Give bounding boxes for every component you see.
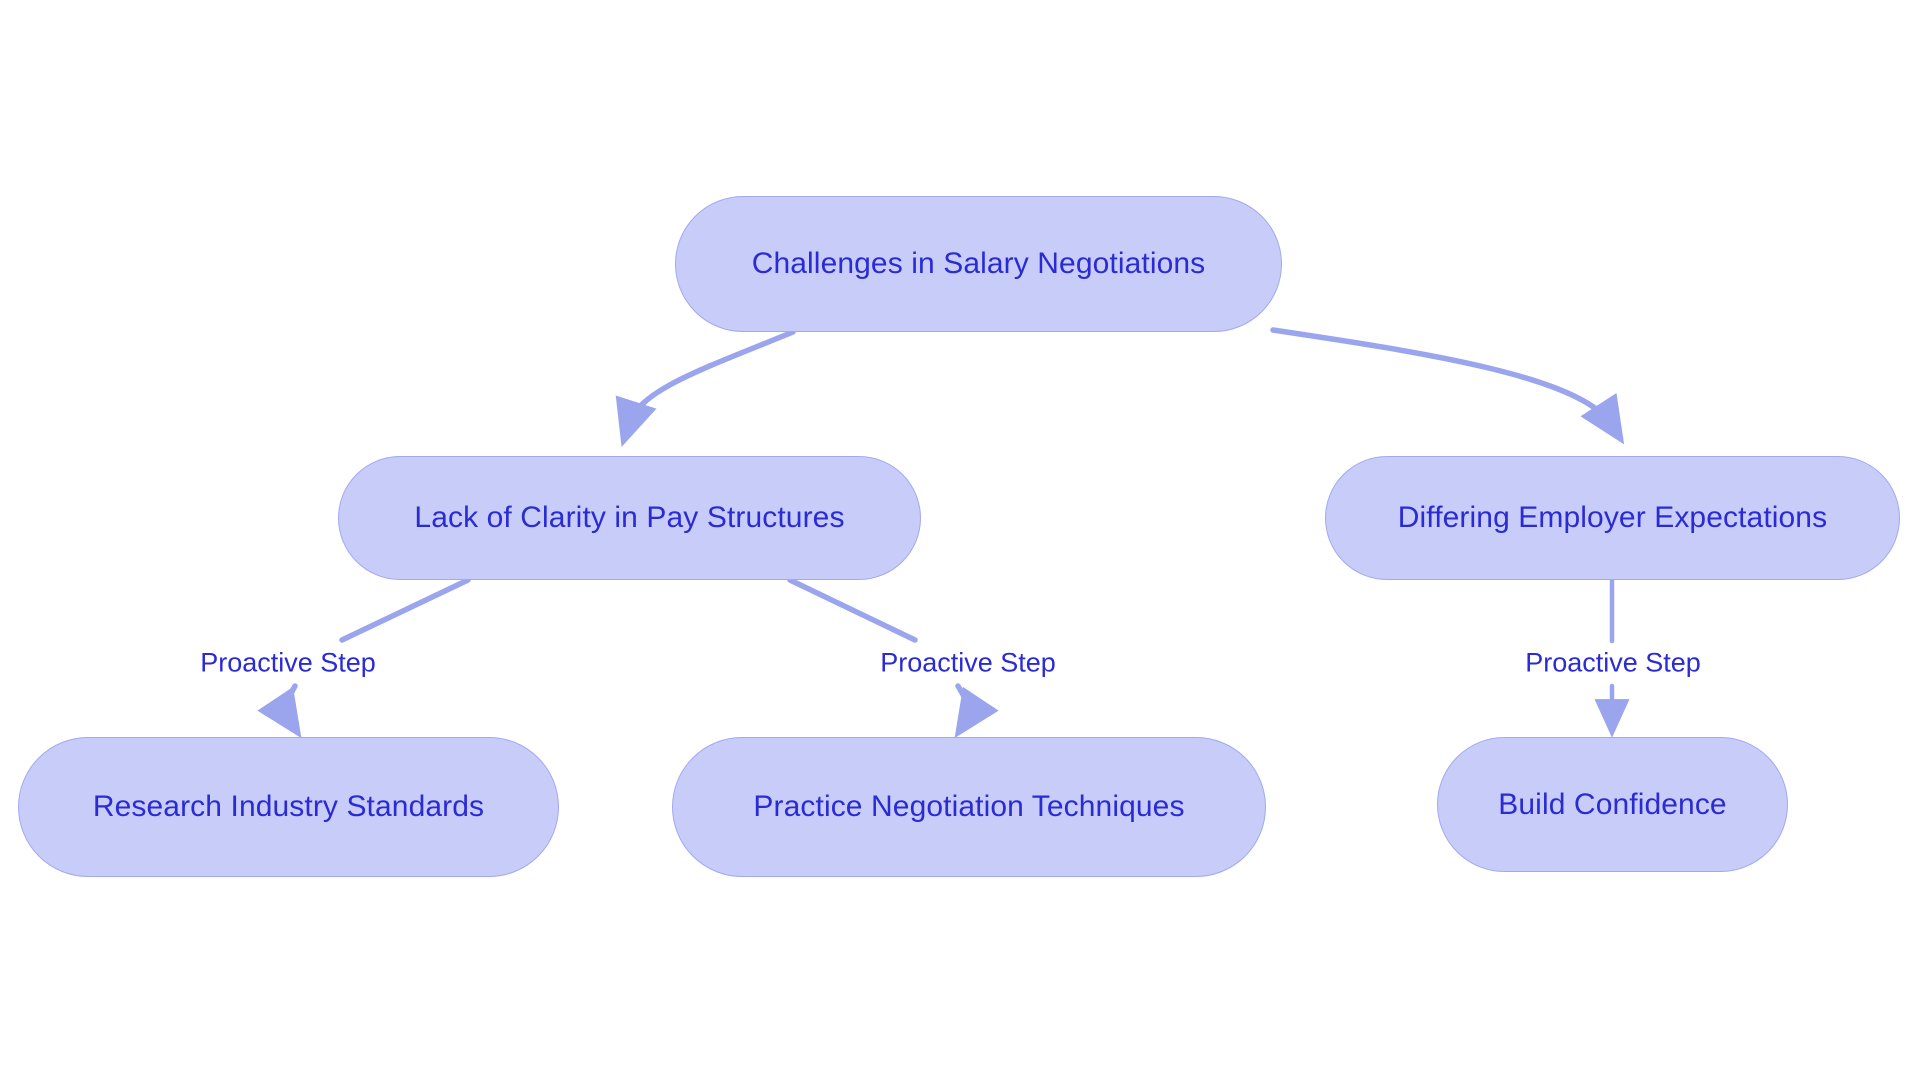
node-label: Challenges in Salary Negotiations [751, 247, 1206, 280]
edge-clarity-to-practice-arrow [954, 683, 999, 739]
node-label: Lack of Clarity in Pay Structures [414, 501, 845, 534]
edge-clarity-to-practice [787, 577, 918, 643]
edge-label-proactive-step-practice: Proactive Step [874, 646, 1062, 680]
edge-label-proactive-step-confidence: Proactive Step [1519, 646, 1707, 680]
node-differing-employer-expectations[interactable]: Differing Employer Expectations [1325, 456, 1900, 580]
edge-clarity-to-research-arrow [257, 683, 302, 739]
node-build-confidence[interactable]: Build Confidence [1437, 737, 1788, 872]
node-research-industry-standards[interactable]: Research Industry Standards [18, 737, 559, 877]
node-lack-of-clarity-in-pay-structures[interactable]: Lack of Clarity in Pay Structures [338, 456, 921, 580]
edge-root-to-clarity [615, 329, 796, 448]
node-practice-negotiation-techniques[interactable]: Practice Negotiation Techniques [672, 737, 1266, 877]
node-label: Build Confidence [1498, 787, 1727, 821]
edge-label-proactive-step-research: Proactive Step [194, 646, 382, 680]
edge-clarity-to-research [339, 577, 471, 643]
node-label: Research Industry Standards [92, 790, 485, 823]
node-label: Practice Negotiation Techniques [753, 790, 1185, 823]
node-label: Differing Employer Expectations [1397, 501, 1828, 534]
edge-root-to-employer [1270, 327, 1625, 445]
node-challenges-in-salary-negotiations[interactable]: Challenges in Salary Negotiations [675, 196, 1282, 332]
